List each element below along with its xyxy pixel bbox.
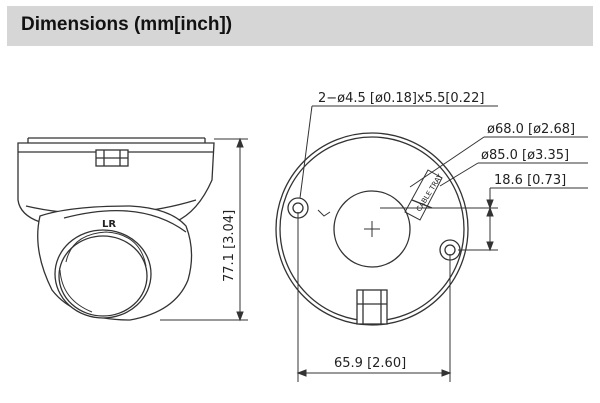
outer-diameter-label: ø85.0 [ø3.35]: [481, 148, 569, 163]
center-hole: [333, 190, 411, 268]
center-crosshair: [364, 221, 380, 237]
screw-hole-label: 2−ø4.5 [ø0.18]x5.5[0.22]: [318, 91, 484, 106]
section-header: Dimensions (mm[inch]): [7, 6, 593, 46]
inner-diameter-label: ø68.0 [ø2.68]: [487, 122, 575, 137]
lens-inner: [58, 235, 148, 317]
section-title: Dimensions (mm[inch]): [21, 14, 233, 35]
camera-side-view: [17, 137, 215, 321]
bottom-clip: [356, 289, 388, 325]
width-dimension: [296, 212, 452, 382]
cable-tray: [404, 169, 443, 221]
lens-mark-text: LR: [102, 219, 116, 230]
leader-lines: [299, 105, 588, 199]
height-label: 77.1 [3.04]: [222, 210, 237, 282]
width-label: 65.9 [2.60]: [334, 356, 406, 371]
offset-label: 18.6 [0.73]: [494, 173, 566, 188]
height-dimension: [160, 137, 248, 322]
offset-dimension: [380, 187, 588, 252]
